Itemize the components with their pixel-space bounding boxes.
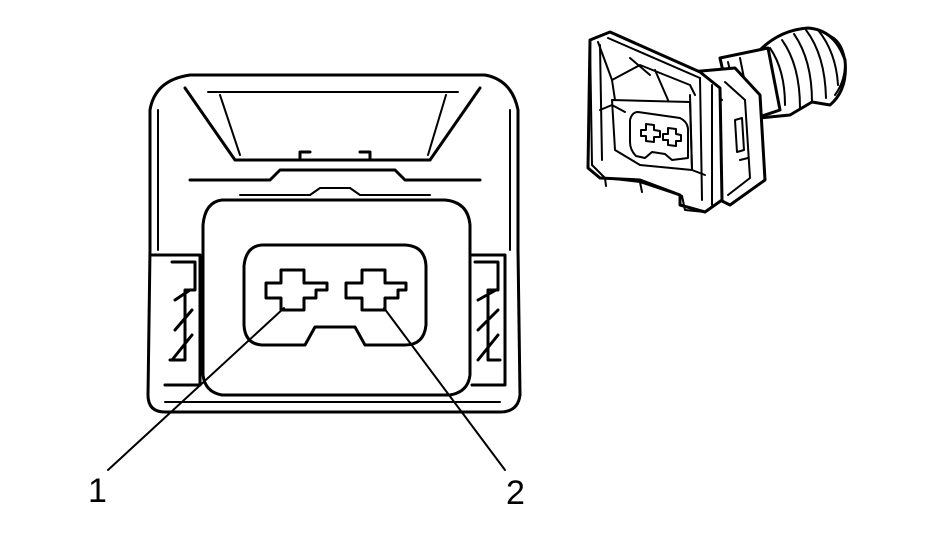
terminal-1 (264, 268, 329, 312)
connector-front-view (146, 73, 522, 414)
boot-rings (769, 29, 839, 109)
top-latch-inner (207, 91, 459, 156)
iso-side-slots (734, 117, 749, 161)
callout-2-leader (383, 307, 506, 471)
housing-inner-lip (157, 109, 511, 251)
callout-1-label: 1 (88, 472, 107, 510)
housing-outline (146, 73, 522, 414)
latch-step (233, 150, 432, 162)
callout-2-label: 2 (506, 474, 525, 512)
iso-terminal-cavity (629, 111, 689, 161)
top-latch (183, 86, 482, 162)
latch-ridge-2 (239, 187, 431, 196)
right-side-rail (470, 253, 507, 387)
iso-terminal-2 (662, 127, 682, 147)
connector-isometric-view (586, 26, 847, 214)
iso-frame-top (597, 37, 701, 101)
iso-bottom (591, 164, 706, 213)
terminal-cavity (242, 243, 428, 347)
left-side-rail (150, 253, 202, 387)
callout-leaders (107, 307, 506, 471)
callout-1-leader (107, 307, 285, 471)
boot-tip (827, 34, 847, 96)
iso-terminal-1 (640, 123, 661, 143)
iso-front-frame (586, 30, 724, 214)
latch-ridge (188, 168, 482, 182)
iso-inner-face (611, 99, 693, 171)
terminal-2 (344, 268, 408, 312)
